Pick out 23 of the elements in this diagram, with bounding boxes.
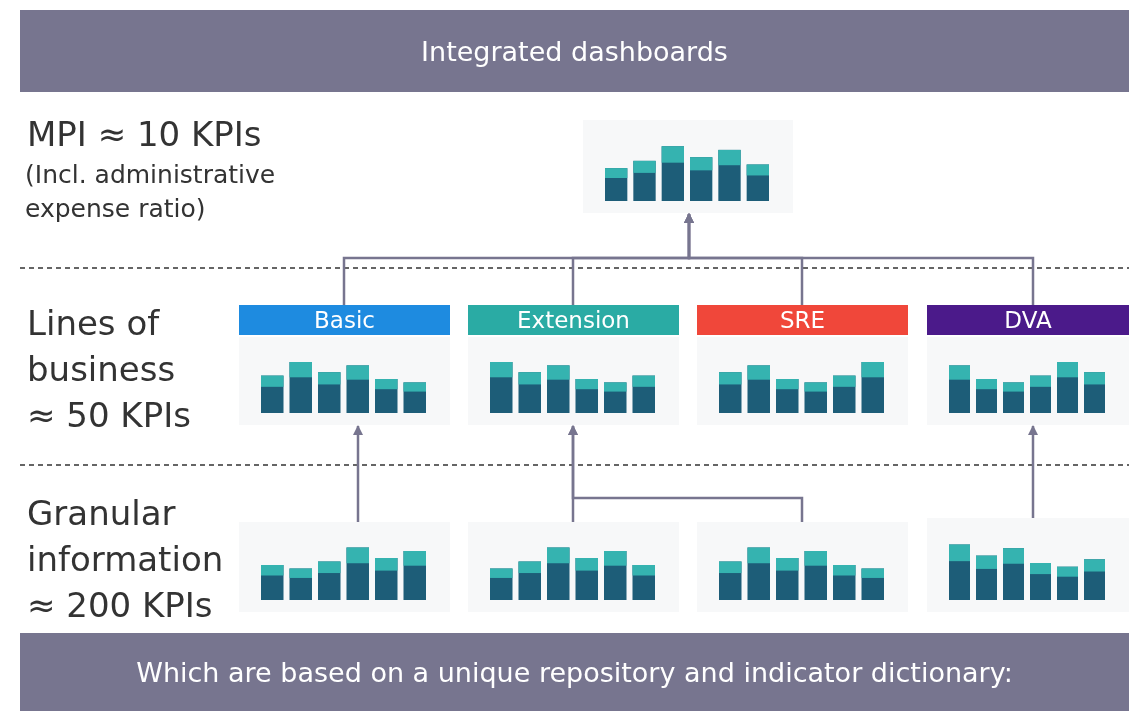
connector-arrow: [1028, 425, 1038, 518]
picture: [239, 522, 450, 612]
level-label: Lines of business ≈ 50 KPIs: [27, 302, 192, 437]
header-band: Integrated dashboards: [20, 10, 1129, 92]
category-tab: SRE: [697, 305, 908, 335]
chart-card: [468, 305, 679, 425]
level-label: MPI ≈ 10 KPIs: [27, 113, 263, 155]
level-label: (Incl. administrative expense ratio): [25, 159, 277, 225]
category-tab: DVA: [927, 305, 1129, 335]
category-tab: Basic: [239, 305, 450, 335]
chart-card: [239, 305, 450, 425]
chart-card: [927, 305, 1129, 425]
connector-arrow: [568, 425, 804, 522]
chart-card: [697, 305, 908, 425]
picture: [927, 518, 1129, 612]
connector-arrow: [684, 213, 1035, 305]
level-label: Granular information ≈ 200 KPIs: [27, 492, 225, 627]
picture: [697, 522, 908, 612]
footer-band: Which are based on a unique repository and indicator dictionary:: [20, 633, 1129, 711]
category-tab: Extension: [468, 305, 679, 335]
connector-arrow: [353, 425, 363, 522]
picture: [583, 120, 793, 213]
picture: [468, 522, 679, 612]
